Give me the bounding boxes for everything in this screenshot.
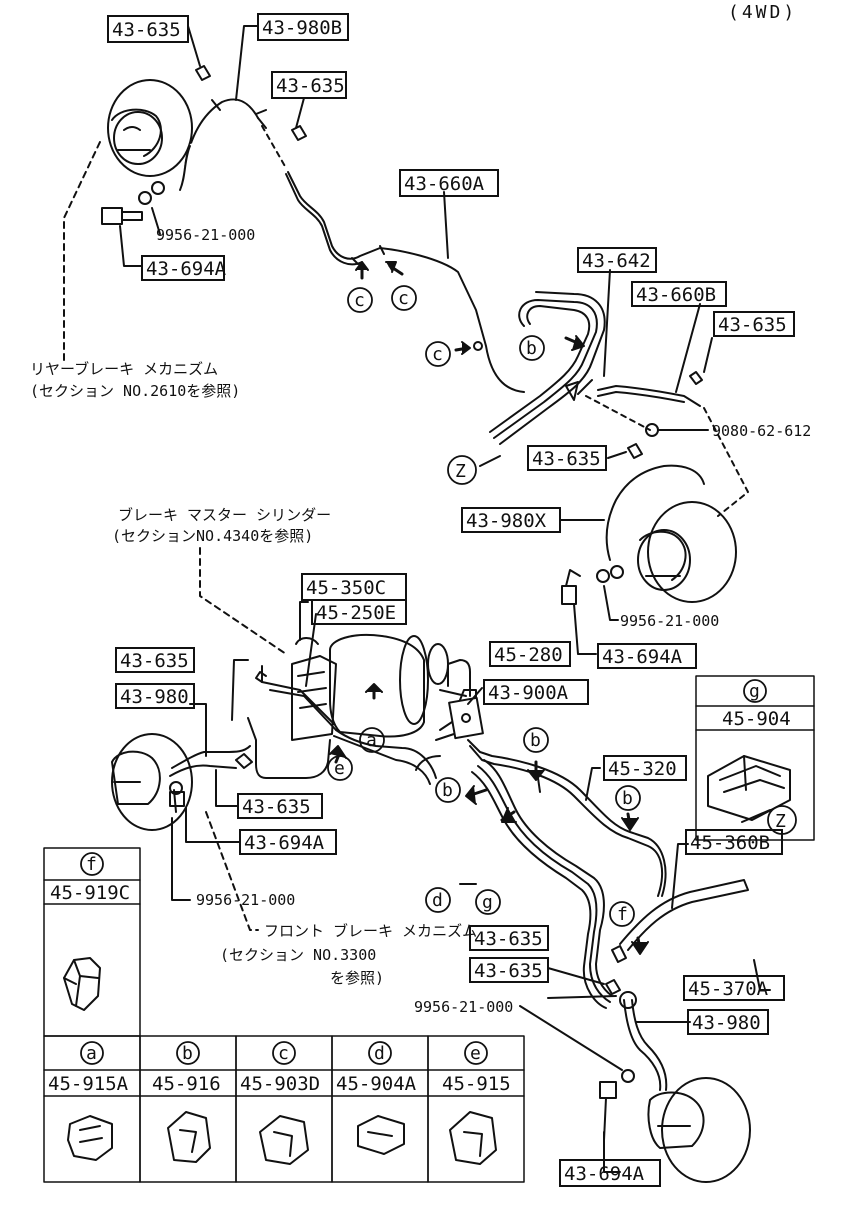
- part-label-43-635-b: 43-635: [276, 75, 345, 97]
- part-label-43-635-g: 43-635: [474, 928, 543, 950]
- legend-f-letter: f: [86, 854, 97, 875]
- clip-e-45-915-illustration: [449, 1111, 497, 1165]
- part-label-43-660a: 43-660A: [404, 173, 485, 195]
- legend-a-letter: a: [86, 1043, 97, 1064]
- rear-left-brake-drum: [107, 79, 193, 177]
- clip-d-45-904a-illustration: [357, 1115, 405, 1155]
- legend-e-part: 45-915: [442, 1073, 511, 1095]
- hose-43-980-front-right: [623, 999, 662, 1091]
- clip-g-45-904-illustration: [707, 755, 791, 821]
- part-label-45-370a: 45-370A: [688, 978, 769, 1000]
- part-label-43-635-c: 43-635: [718, 314, 787, 336]
- hose-43-980x: [605, 464, 705, 561]
- legend-d-letter: d: [374, 1043, 385, 1064]
- note-front-brake-line2: (セクション NO.3300: [220, 946, 376, 964]
- part-label-43-900a: 43-900A: [488, 682, 569, 704]
- callout-c-3: c: [432, 344, 443, 365]
- legend-c-letter: c: [278, 1043, 289, 1064]
- part-label-9956-21-000-d: 9956-21-000: [414, 998, 513, 1016]
- legend-f-part: 45-919C: [50, 882, 130, 904]
- bolt-rear-left: [101, 207, 143, 225]
- callout-e-1: e: [334, 758, 345, 779]
- part-label-9080-62-612: 9080-62-612: [712, 422, 811, 440]
- pipe-45-360b: [619, 879, 749, 951]
- part-label-45-280: 45-280: [494, 644, 563, 666]
- callout-b-3: b: [442, 780, 453, 801]
- hose-43-980-front-left: [171, 745, 251, 769]
- part-label-45-350c: 45-350C: [306, 577, 386, 599]
- rear-right-brake-drum: [637, 501, 737, 603]
- part-label-45-250e: 45-250E: [316, 602, 396, 624]
- part-label-43-635-e: 43-635: [120, 650, 189, 672]
- callout-d-1: d: [432, 890, 443, 911]
- part-label-43-694a-b: 43-694A: [602, 646, 683, 668]
- clip-b-45-916-illustration: [167, 1111, 211, 1163]
- note-front-brake-line3: を参照): [330, 969, 384, 987]
- clip-a-45-915a-illustration: [67, 1115, 113, 1161]
- pipe-45-320: [467, 739, 667, 897]
- legend-c-part: 45-903D: [240, 1073, 320, 1095]
- part-label-43-980-b: 43-980: [692, 1012, 761, 1034]
- part-label-43-694a-c: 43-694A: [244, 832, 325, 854]
- clip-c-45-903d-illustration: [259, 1115, 309, 1165]
- bolt-rear-right: [561, 569, 581, 605]
- callout-c-2: c: [398, 288, 409, 309]
- part-label-9956-21-000-b: 9956-21-000: [620, 612, 719, 630]
- part-label-43-980x: 43-980X: [466, 510, 547, 532]
- part-label-43-694a-a: 43-694A: [146, 258, 227, 280]
- pipe-43-660b: [597, 385, 701, 407]
- callout-z-1: Z: [455, 461, 466, 482]
- clip-f-45-919c-illustration: [63, 957, 101, 1011]
- part-label-43-635-a: 43-635: [112, 19, 181, 41]
- legend-e-letter: e: [470, 1043, 481, 1064]
- callout-b-2: b: [530, 730, 541, 751]
- callout-a-1: a: [366, 730, 377, 751]
- note-master-cylinder-line1: ブレーキ マスター シリンダー: [118, 506, 331, 524]
- legend-b-part: 45-916: [152, 1073, 221, 1095]
- note-rear-brake-line2: (セクション NO.2610を参照): [30, 382, 240, 400]
- part-label-45-360b: 45-360B: [690, 832, 770, 854]
- part-label-43-980-a: 43-980: [120, 686, 189, 708]
- part-label-43-980b: 43-980B: [262, 17, 342, 39]
- callout-z-2: Z: [775, 811, 786, 832]
- legend-g-letter: g: [749, 681, 760, 702]
- callout-b-1: b: [526, 338, 537, 359]
- front-right-brake-disc: [647, 1077, 751, 1183]
- note-master-cylinder-line2: (セクションNO.4340を参照): [112, 527, 313, 545]
- callout-b-4: b: [622, 788, 633, 809]
- part-label-43-635-h: 43-635: [474, 960, 543, 982]
- part-label-43-694a-d: 43-694A: [564, 1163, 645, 1185]
- variant-header: (4WD): [728, 2, 797, 23]
- callout-c-1: c: [354, 290, 365, 311]
- part-label-43-635-f: 43-635: [242, 796, 311, 818]
- part-label-43-642: 43-642: [582, 250, 651, 272]
- callout-g-1: g: [482, 892, 493, 913]
- legend-d-part: 45-904A: [336, 1073, 417, 1095]
- pipe-bundle-43-642: [489, 291, 606, 445]
- part-label-45-320: 45-320: [608, 758, 677, 780]
- note-front-brake-line1: フロント ブレーキ メカニズム: [264, 922, 477, 940]
- note-rear-brake-line1: リヤーブレーキ メカニズム: [30, 360, 218, 378]
- part-label-43-660b: 43-660B: [636, 284, 716, 306]
- legend-a-part: 45-915A: [48, 1073, 129, 1095]
- part-label-43-635-d: 43-635: [532, 448, 601, 470]
- part-label-9956-21-000-c: 9956-21-000: [196, 891, 295, 909]
- clip-legend-grid: [43, 675, 815, 1183]
- part-label-9956-21-000-a: 9956-21-000: [156, 226, 255, 244]
- front-left-brake-disc: [111, 733, 193, 831]
- legend-g-part: 45-904: [722, 708, 791, 730]
- callout-f-1: f: [617, 904, 628, 925]
- legend-b-letter: b: [182, 1043, 193, 1064]
